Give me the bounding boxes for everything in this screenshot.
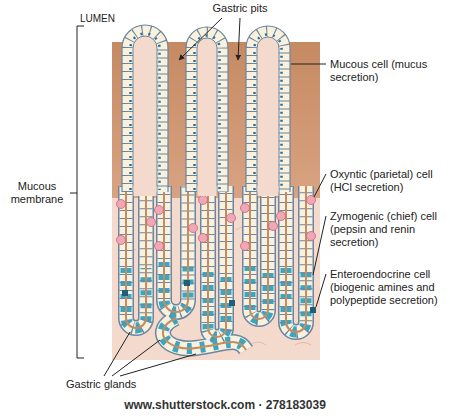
enteroendocrine-cells — [122, 280, 316, 313]
watermark: www.shutterstock.com · 278183039 — [0, 399, 450, 412]
cell-label: Zymogenic (chief) cell (pepsin and renin… — [330, 210, 446, 249]
cell-label: Oxyntic (parietal) cell (HCl secretion) — [330, 168, 446, 194]
structure-label: Gastric pits — [200, 2, 280, 15]
leader-lines — [70, 18, 326, 376]
gastric-gland-tubes — [126, 186, 306, 350]
mucosal-folds — [122, 25, 290, 196]
region-label: LUMEN — [80, 12, 140, 25]
region-label: Mucous membrane — [6, 180, 68, 206]
cell-label: Mucous cell (mucus secretion) — [330, 58, 430, 84]
parietal-cells — [117, 196, 316, 251]
cell-label: Enteroendocrine cell (biogenic amines an… — [330, 268, 446, 307]
structure-label: Gastric glands — [66, 378, 166, 391]
